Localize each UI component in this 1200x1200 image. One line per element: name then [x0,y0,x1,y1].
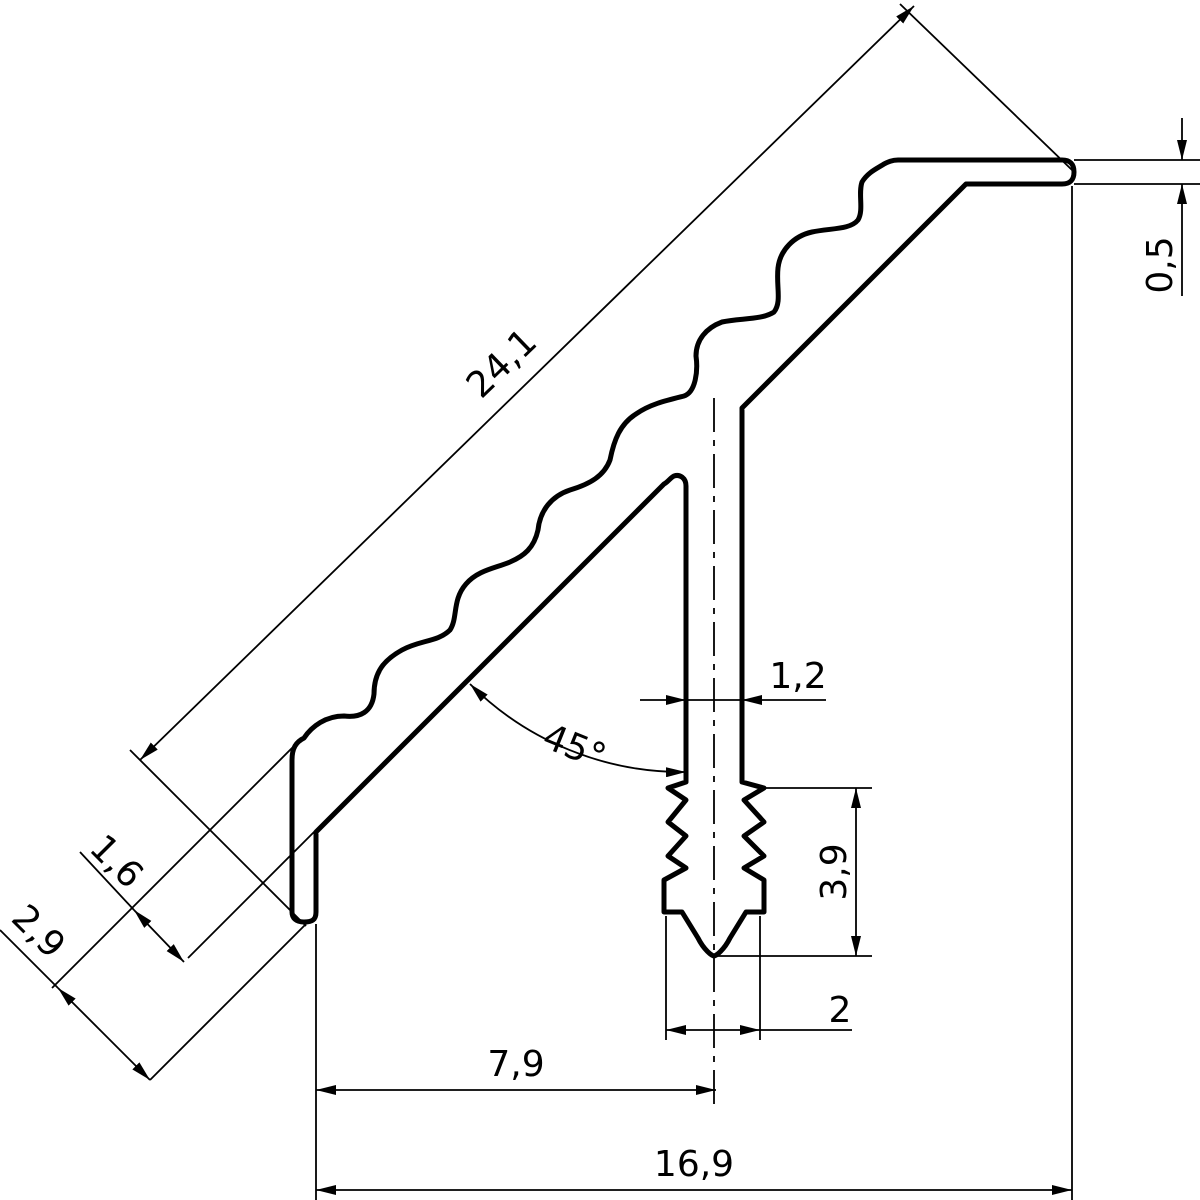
profile-outline [289,157,1077,959]
dim-label-total: 16,9 [654,1144,734,1185]
dim-label-lip: 0,5 [1140,236,1181,293]
dim-label-thickness-inner: 1,6 [81,827,150,896]
extension-line [149,923,307,1081]
angle-arc [469,683,687,778]
dim-label-thickness-outer: 2,9 [3,897,72,966]
extension-line [51,743,297,989]
dim-label-diagonal: 24,1 [459,321,545,406]
dim-label-offset: 7,9 [487,1044,544,1085]
dim-label-wall: 1,2 [769,656,826,697]
extension-line [129,749,307,927]
dim-label-angle: 45° [537,716,612,778]
dim-label-tip: 2 [829,990,852,1031]
dimension-line-thickness [57,987,151,1081]
extension-line [187,679,467,959]
dimension-line-thickness [133,909,185,963]
extension-line [899,3,1073,171]
dimension-line-thickness [79,851,135,911]
dim-label-barb: 3,9 [814,843,855,900]
dimension-line-diagonal [139,5,915,761]
dimension-line-thickness [0,929,59,989]
